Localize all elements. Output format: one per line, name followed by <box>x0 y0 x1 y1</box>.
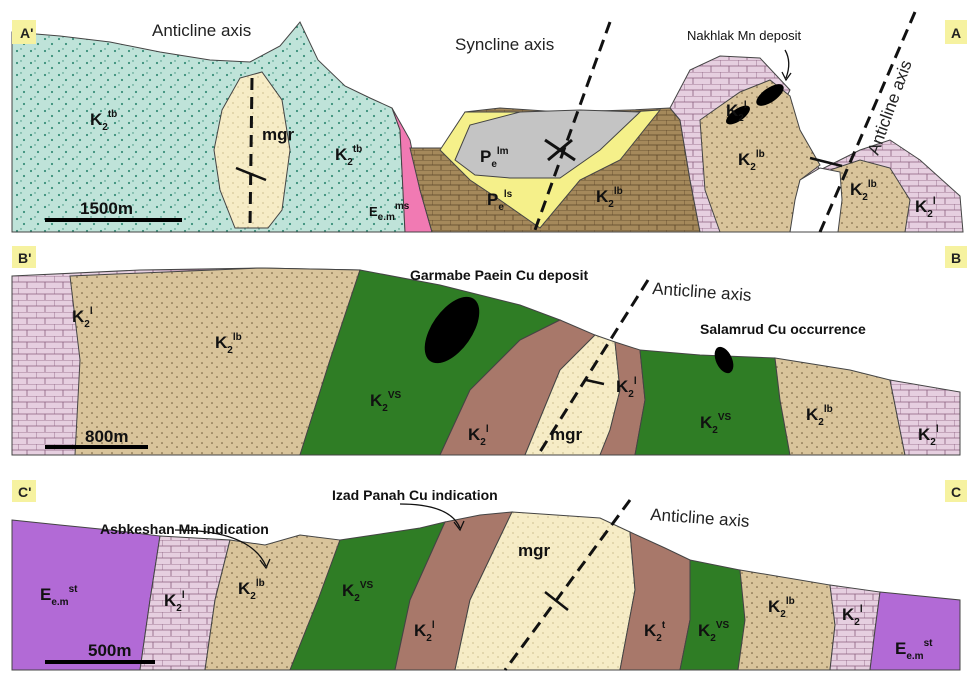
unit-e-c-left <box>12 520 160 670</box>
anticline-label-b: Anticline axis <box>652 279 752 305</box>
mgr-label-a: mgr <box>262 125 295 144</box>
corner-label-c-left: C' <box>18 484 31 500</box>
section-a: 1500m A' A Anticline axis Syncline axis … <box>12 8 967 232</box>
scale-label-c: 500m <box>88 641 131 660</box>
salamrud-label: Salamrud Cu occurrence <box>700 321 866 337</box>
section-b: 800m B' B Garmabe Paein Cu deposit Antic… <box>12 246 967 455</box>
mgr-label-c: mgr <box>518 541 551 560</box>
mgr-label-b: mgr <box>550 425 583 444</box>
unit-k2tb-left <box>12 22 405 232</box>
corner-label-a-right: A <box>951 25 961 41</box>
scale-label-a: 1500m <box>80 199 133 218</box>
corner-label-b-left: B' <box>18 250 31 266</box>
unit-k2vs-b-right <box>635 350 790 455</box>
deposit-label-a: Nakhlak Mn deposit <box>687 28 802 43</box>
scale-label-b: 800m <box>85 427 128 446</box>
asbkeshan-label: Asbkeshan Mn indication <box>100 521 269 537</box>
syncline-label: Syncline axis <box>455 35 554 54</box>
unit-k2lb-b-right <box>775 358 905 455</box>
corner-label-c-right: C <box>951 484 961 500</box>
deposit-arrow-a <box>785 50 789 78</box>
corner-label-b-right: B <box>951 250 961 266</box>
anticline-label-c: Anticline axis <box>650 505 750 531</box>
izad-label: Izad Panah Cu indication <box>332 487 498 503</box>
garmabe-label: Garmabe Paein Cu deposit <box>410 267 588 283</box>
unit-k2lb-c-right <box>738 570 835 670</box>
corner-label-a-left: A' <box>20 25 33 41</box>
section-c: 500m C' C Asbkeshan Mn indication Izad P… <box>12 480 967 670</box>
unit-k2vs-c-right <box>680 560 745 670</box>
anticline-label-a1: Anticline axis <box>152 21 251 40</box>
